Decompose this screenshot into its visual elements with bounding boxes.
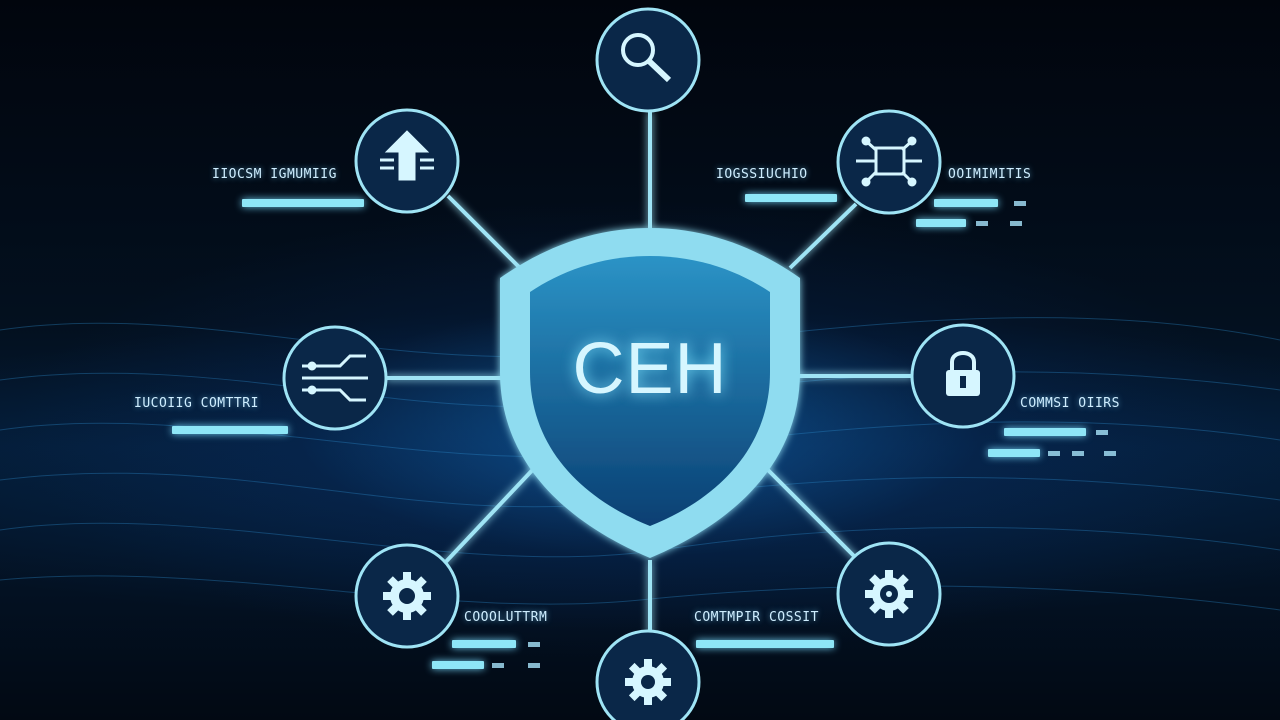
connector-bottom-right xyxy=(758,460,860,562)
bar-mid-right-1 xyxy=(1004,428,1086,436)
bar-mid-left xyxy=(172,426,288,434)
bar-top-left xyxy=(242,199,364,207)
mini-bar xyxy=(1014,201,1026,206)
lock-icon xyxy=(946,351,980,396)
label-top-left: IIOCSM IGMUMIIG xyxy=(212,167,337,182)
bar-mid-right-2 xyxy=(988,449,1040,457)
mini-bar xyxy=(1096,430,1108,435)
mini-bar xyxy=(492,663,504,668)
mini-bar xyxy=(1104,451,1116,456)
label-bottom-right: COMTMPIR COSSIT xyxy=(694,610,819,625)
node-top-right xyxy=(836,109,942,215)
mini-bar xyxy=(976,221,988,226)
mini-bar xyxy=(528,642,540,647)
node-bottom xyxy=(595,629,701,720)
node-top xyxy=(595,7,701,113)
mini-bar xyxy=(1010,221,1022,226)
shield xyxy=(500,228,800,558)
connectors xyxy=(386,112,912,636)
circuit-icon xyxy=(302,354,368,402)
search-icon xyxy=(621,33,672,83)
chip-icon xyxy=(856,136,922,187)
label-top-right-a: IOGSSIUCHIO xyxy=(716,167,808,182)
bar-bottom-left-1 xyxy=(452,640,516,648)
label-mid-left: IUCOIIG COMTTRI xyxy=(134,396,259,411)
gear-icon xyxy=(625,659,671,705)
bar-bottom-left-2 xyxy=(432,661,484,669)
gear-icon xyxy=(865,570,913,618)
mini-bar xyxy=(1072,451,1084,456)
bar-top-right-b2 xyxy=(916,219,966,227)
gear-icon xyxy=(383,572,431,620)
bar-top-right-a xyxy=(745,194,837,202)
connector-top-right xyxy=(788,202,858,270)
bar-top-right-b1 xyxy=(934,199,998,207)
node-mid-right xyxy=(910,323,1016,429)
mini-bar xyxy=(1048,451,1060,456)
emblem-text: CEH xyxy=(572,329,728,409)
node-mid-left xyxy=(282,325,388,431)
connector-top-left xyxy=(446,194,522,270)
mini-bar xyxy=(528,663,540,668)
label-mid-right: COMMSI OIIRS xyxy=(1020,396,1120,411)
upload-arrow-icon xyxy=(380,130,434,181)
connector-bottom-left xyxy=(438,460,542,570)
node-bottom-right xyxy=(836,541,942,647)
node-top-left xyxy=(354,108,460,214)
bar-bottom-right xyxy=(696,640,834,648)
node-bottom-left xyxy=(354,543,460,649)
label-top-right-b: OOIMIMITIS xyxy=(948,167,1032,182)
label-bottom-left: COOOLUTTRM xyxy=(464,610,548,625)
